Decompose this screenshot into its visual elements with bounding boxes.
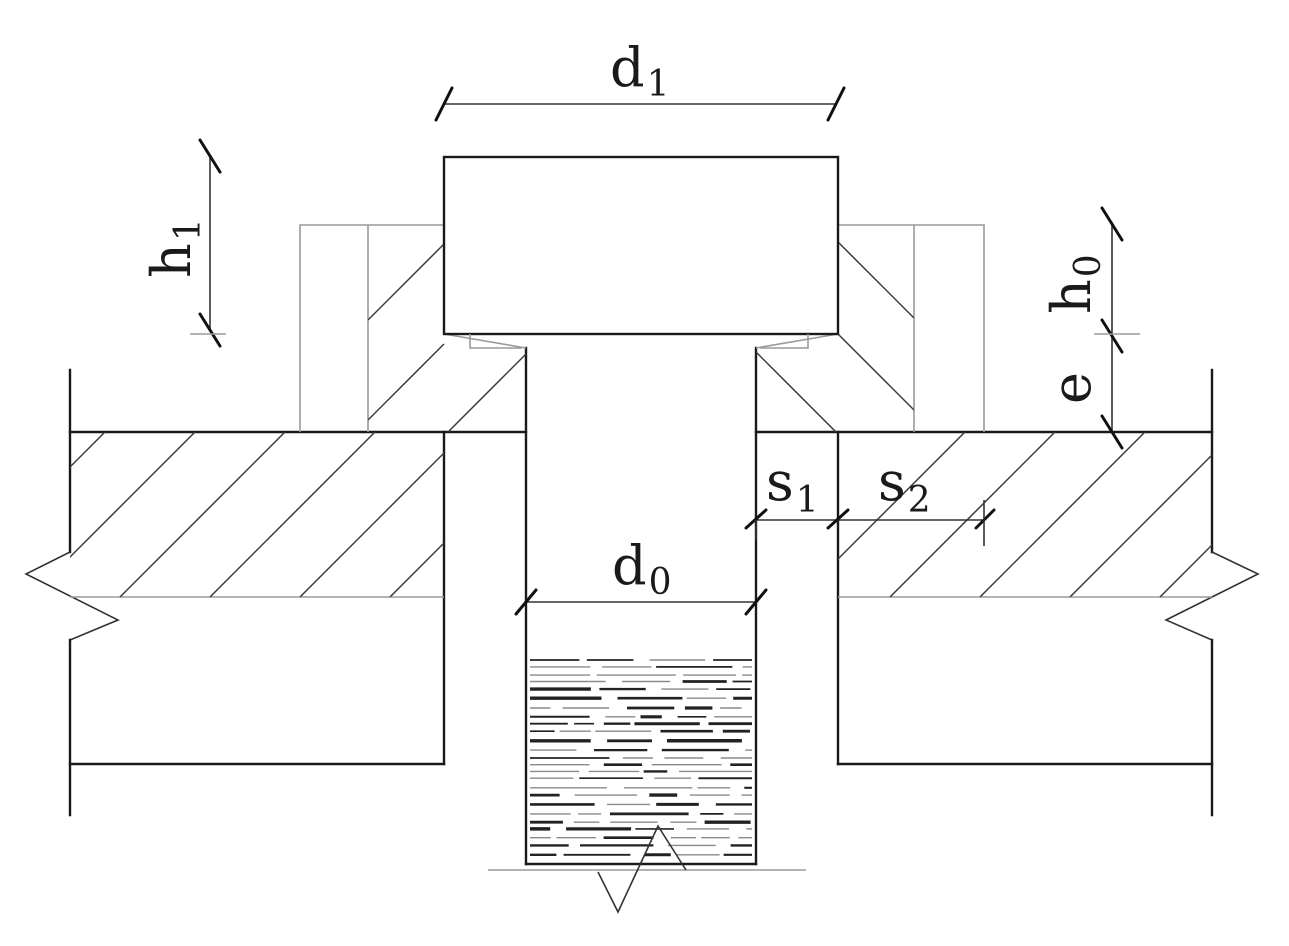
label-h1: h1 (140, 218, 209, 278)
dimension-e: e (1040, 372, 1124, 450)
left-slab-hatching (70, 432, 444, 597)
right-base-slab (754, 368, 1260, 817)
label-s2: s2 (878, 450, 931, 521)
left-guide-ring (299, 224, 528, 866)
anchor-shaft (488, 659, 806, 914)
label-d0: d0 (612, 534, 671, 603)
left-base-slab (24, 368, 528, 817)
dimension-h1: h1 (140, 138, 226, 348)
dimension-s1-s2: s1 s2 (744, 450, 996, 546)
label-d1: d1 (610, 36, 669, 105)
label-e: e (1040, 372, 1103, 404)
label-h0: h0 (1040, 254, 1109, 314)
right-guide-ring (754, 224, 985, 866)
anchor-head (442, 155, 840, 349)
dimension-d1: d1 (434, 36, 846, 122)
shaft-fibre-lines (530, 659, 752, 857)
dimension-h0: h0 (1040, 206, 1140, 432)
right-slab-hatching (838, 432, 1212, 597)
dimension-d0: d0 (514, 534, 768, 616)
label-s1: s1 (766, 450, 819, 521)
